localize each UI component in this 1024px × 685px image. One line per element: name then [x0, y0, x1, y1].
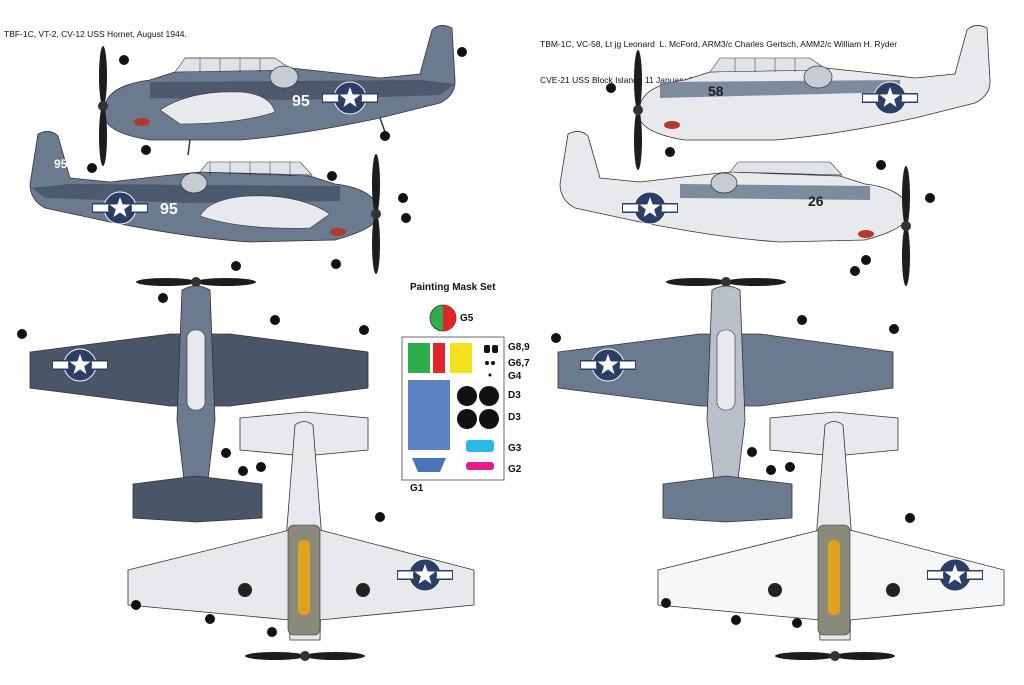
mask-label-g1: G1	[410, 483, 424, 494]
right-caption: TBM-1C, VC-58, Lt jg Leonard L. McFord, …	[540, 14, 897, 98]
left-code-tail-2: 95	[54, 157, 68, 171]
right-side-view-2: 26	[559, 131, 911, 286]
left-top-view	[29, 277, 369, 523]
right-caption-line1: TBM-1C, VC-58, Lt jg Leonard L. McFord, …	[540, 39, 898, 49]
left-code-side-1: 95	[292, 93, 310, 110]
mask-label-g89: G8,9	[508, 342, 530, 353]
mask-set	[401, 304, 505, 481]
mask-label-g3: G3	[508, 443, 522, 454]
right-side-view-1: 58	[633, 25, 991, 170]
left-code-side-2: 95	[160, 201, 178, 218]
mask-set-title: Painting Mask Set	[410, 282, 496, 293]
left-bottom-view	[127, 411, 475, 661]
right-bottom-view	[657, 411, 1005, 661]
left-side-view-2: 95 95	[29, 131, 381, 274]
callout-markers	[17, 47, 935, 637]
mask-label-d3-a: D3	[508, 390, 521, 401]
mask-label-g2: G2	[508, 464, 522, 475]
left-code-tail-1: 95	[409, 47, 423, 61]
mask-label-g67: G6,7	[508, 358, 530, 369]
left-side-view-1: 95 95	[98, 25, 456, 166]
right-code-side-1: 58	[708, 83, 724, 99]
left-caption: TBF-1C, VT-2, CV-12 USS Hornet, August 1…	[4, 4, 187, 52]
left-caption-line1: TBF-1C, VT-2, CV-12 USS Hornet, August 1…	[4, 29, 187, 39]
mask-label-d3-b: D3	[508, 412, 521, 423]
right-top-view	[557, 277, 894, 523]
mask-label-g4: G4	[508, 371, 522, 382]
right-code-side-2: 26	[808, 193, 824, 209]
mask-label-g5: G5	[460, 313, 474, 324]
